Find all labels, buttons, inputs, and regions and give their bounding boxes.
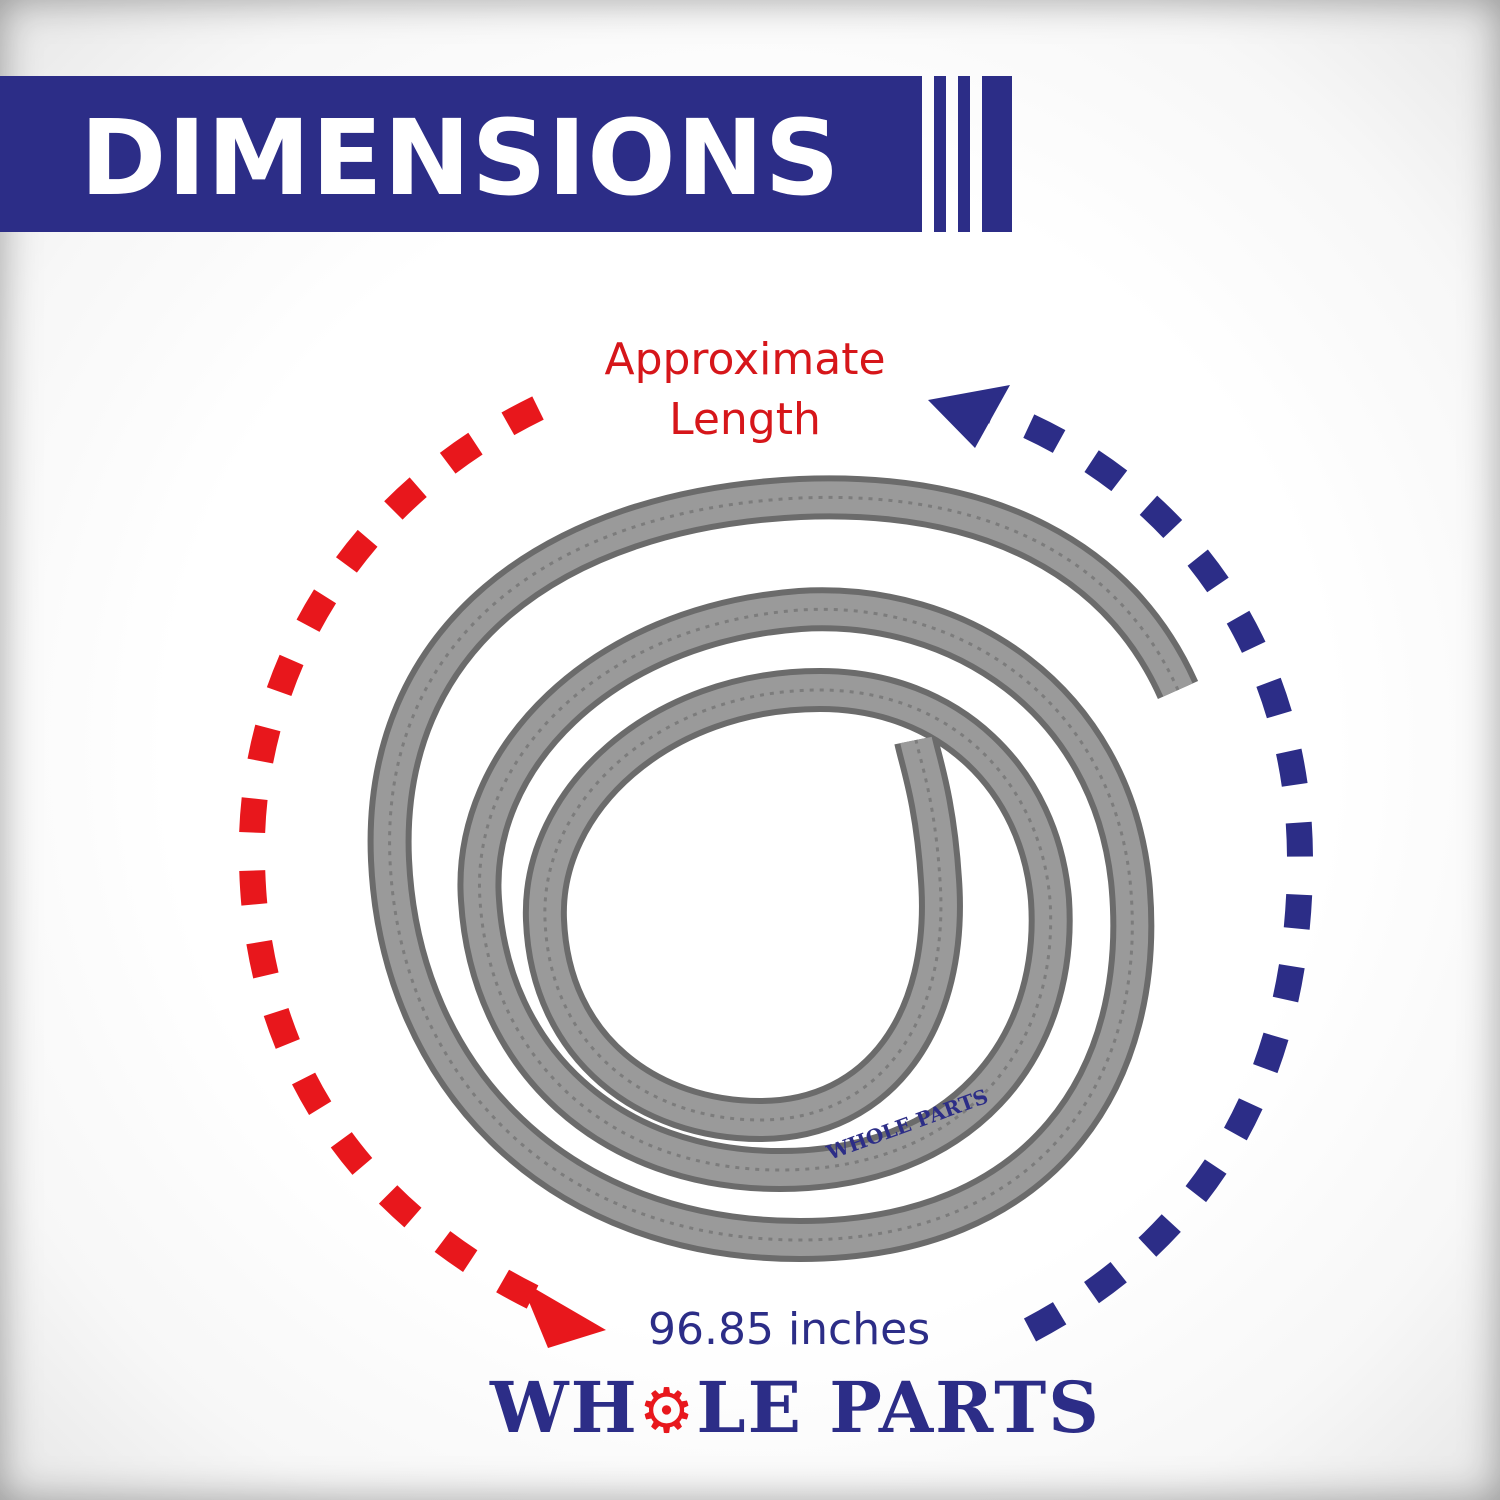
brand-logo: WH⚙LE PARTS — [490, 1368, 1099, 1448]
brand-text: LE PARTS — [696, 1366, 1101, 1449]
brand-name: WH⚙LE PARTS — [490, 1366, 1101, 1449]
length-value: 96.85 inches — [648, 1304, 931, 1355]
banner-stripe — [982, 76, 1012, 232]
banner-stripe — [934, 76, 946, 232]
dashed-arrow-red — [238, 396, 566, 1322]
coiled-hose-image — [367, 475, 1199, 1263]
gear-icon: ⚙ — [638, 1374, 697, 1447]
caption-line: Length — [669, 394, 821, 445]
blue-arrowhead — [928, 385, 1010, 448]
caption-line: Approximate — [604, 334, 886, 385]
page-title: DIMENSIONS — [80, 97, 841, 219]
red-arrowhead — [520, 1280, 606, 1348]
banner-stripe — [958, 76, 970, 232]
dashed-arrow-blue — [985, 397, 1314, 1342]
header-banner — [0, 76, 922, 232]
brand-text: WH — [490, 1366, 639, 1449]
